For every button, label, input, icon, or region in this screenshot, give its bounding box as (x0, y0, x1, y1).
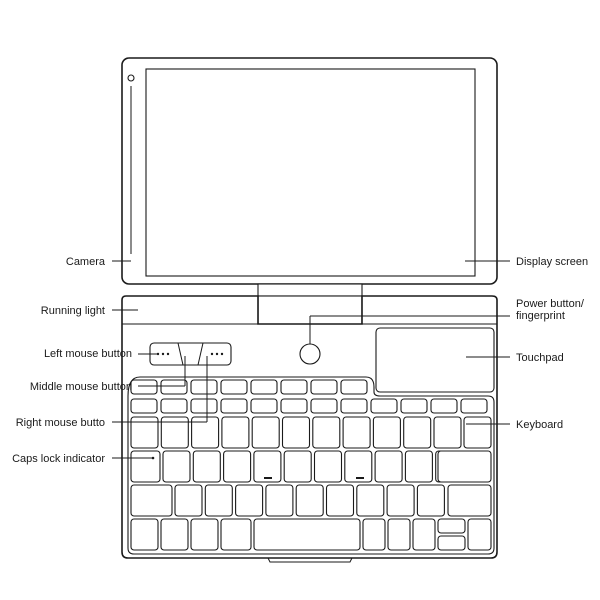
keyboard-key[interactable] (160, 518, 189, 551)
keyboard-key[interactable] (400, 398, 428, 414)
keyboard-key[interactable] (190, 379, 218, 395)
arrow-down-key[interactable] (437, 535, 466, 551)
keyboard-key[interactable] (250, 379, 278, 395)
keyboard-key[interactable] (312, 416, 341, 449)
label-left-mouse-button: Left mouse button (44, 348, 132, 360)
keyboard-key[interactable] (220, 398, 248, 414)
keyboard-key[interactable] (130, 450, 161, 483)
keyboard-key[interactable] (467, 518, 492, 551)
keyboard-key[interactable] (416, 484, 445, 517)
keyboard-key[interactable] (386, 484, 415, 517)
keyboard-key[interactable] (130, 518, 159, 551)
keyboard-key[interactable] (387, 518, 411, 551)
keyboard-key[interactable] (433, 416, 462, 449)
keyboard-key[interactable] (130, 398, 158, 414)
arrow-up-key[interactable] (437, 518, 466, 534)
keyboard-key[interactable] (223, 450, 252, 483)
label-caps-lock-indicator: Caps lock indicator (12, 453, 105, 465)
keyboard-key[interactable] (447, 484, 492, 517)
keyboard-key[interactable] (283, 450, 312, 483)
keyboard-key[interactable] (460, 398, 488, 414)
keyboard-key[interactable] (160, 416, 189, 449)
keyboard-key[interactable] (463, 416, 492, 449)
keyboard-key[interactable] (130, 379, 158, 395)
middle-mouse-button[interactable] (177, 342, 184, 366)
caps-lock-indicator (151, 456, 155, 460)
right-mouse-button[interactable] (210, 352, 224, 356)
power-button[interactable] (299, 343, 321, 365)
keyboard-key[interactable] (313, 450, 343, 483)
keyboard-key[interactable] (204, 484, 233, 517)
touchpad[interactable] (375, 327, 495, 393)
label-touchpad: Touchpad (516, 352, 564, 364)
keyboard-key[interactable] (280, 398, 308, 414)
keyboard-key[interactable] (342, 416, 371, 449)
keyboard-key[interactable] (191, 416, 220, 449)
keyboard-key[interactable] (437, 450, 492, 483)
keyboard-key[interactable] (344, 450, 373, 483)
keyboard-key[interactable] (372, 416, 401, 449)
keyboard-key[interactable] (251, 416, 280, 449)
leader-lines (112, 260, 510, 459)
keyboard-key[interactable] (192, 450, 221, 483)
keyboard-key[interactable] (250, 398, 278, 414)
label-power-button-fingerprint: fingerprint (516, 310, 565, 322)
keyboard-key[interactable] (160, 398, 188, 414)
keyboard-key[interactable] (220, 379, 248, 395)
label-keyboard: Keyboard (516, 419, 563, 431)
keyboard-key[interactable] (310, 379, 338, 395)
keyboard-key[interactable] (220, 518, 252, 551)
keyboard-key[interactable] (310, 398, 338, 414)
keyboard-key[interactable] (235, 484, 264, 517)
keyboard-key[interactable] (356, 484, 385, 517)
keyboard-key[interactable] (130, 416, 159, 449)
keyboard-key[interactable] (340, 379, 368, 395)
keyboard-key[interactable] (430, 398, 458, 414)
keyboard-key[interactable] (174, 484, 203, 517)
labels: Camera Running light Left mouse button M… (12, 256, 588, 465)
label-camera: Camera (66, 256, 106, 268)
label-power-button: Power button/ (516, 298, 585, 310)
left-mouse-button[interactable] (156, 352, 170, 356)
keyboard-key[interactable] (404, 450, 433, 483)
label-right-mouse-button: Right mouse butto (16, 417, 105, 429)
keyboard-key[interactable] (280, 379, 308, 395)
label-running-light: Running light (41, 305, 105, 317)
keyboard (127, 376, 495, 555)
keyboard-key[interactable] (221, 416, 250, 449)
label-display-screen: Display screen (516, 256, 588, 268)
mouse-buttons (149, 342, 232, 366)
keyboard-key[interactable] (281, 416, 311, 449)
keyboard-key[interactable] (362, 518, 386, 551)
keyboard-key[interactable] (325, 484, 355, 517)
camera-dot (127, 74, 135, 82)
keyboard-key[interactable] (403, 416, 432, 449)
keyboard-key[interactable] (130, 484, 173, 517)
keyboard-key[interactable] (190, 398, 218, 414)
spacebar-key[interactable] (253, 518, 361, 551)
label-middle-mouse-button: Middle mouse button (30, 381, 132, 393)
keyboard-key[interactable] (412, 518, 436, 551)
keyboard-key[interactable] (374, 450, 403, 483)
keyboard-key[interactable] (160, 379, 188, 395)
keyboard-key[interactable] (265, 484, 294, 517)
display-lid (121, 57, 498, 285)
keyboard-key[interactable] (253, 450, 282, 483)
keyboard-key[interactable] (340, 398, 368, 414)
keyboard-key[interactable] (162, 450, 191, 483)
keyboard-key[interactable] (295, 484, 324, 517)
keyboard-key[interactable] (190, 518, 219, 551)
keyboard-key[interactable] (370, 398, 398, 414)
